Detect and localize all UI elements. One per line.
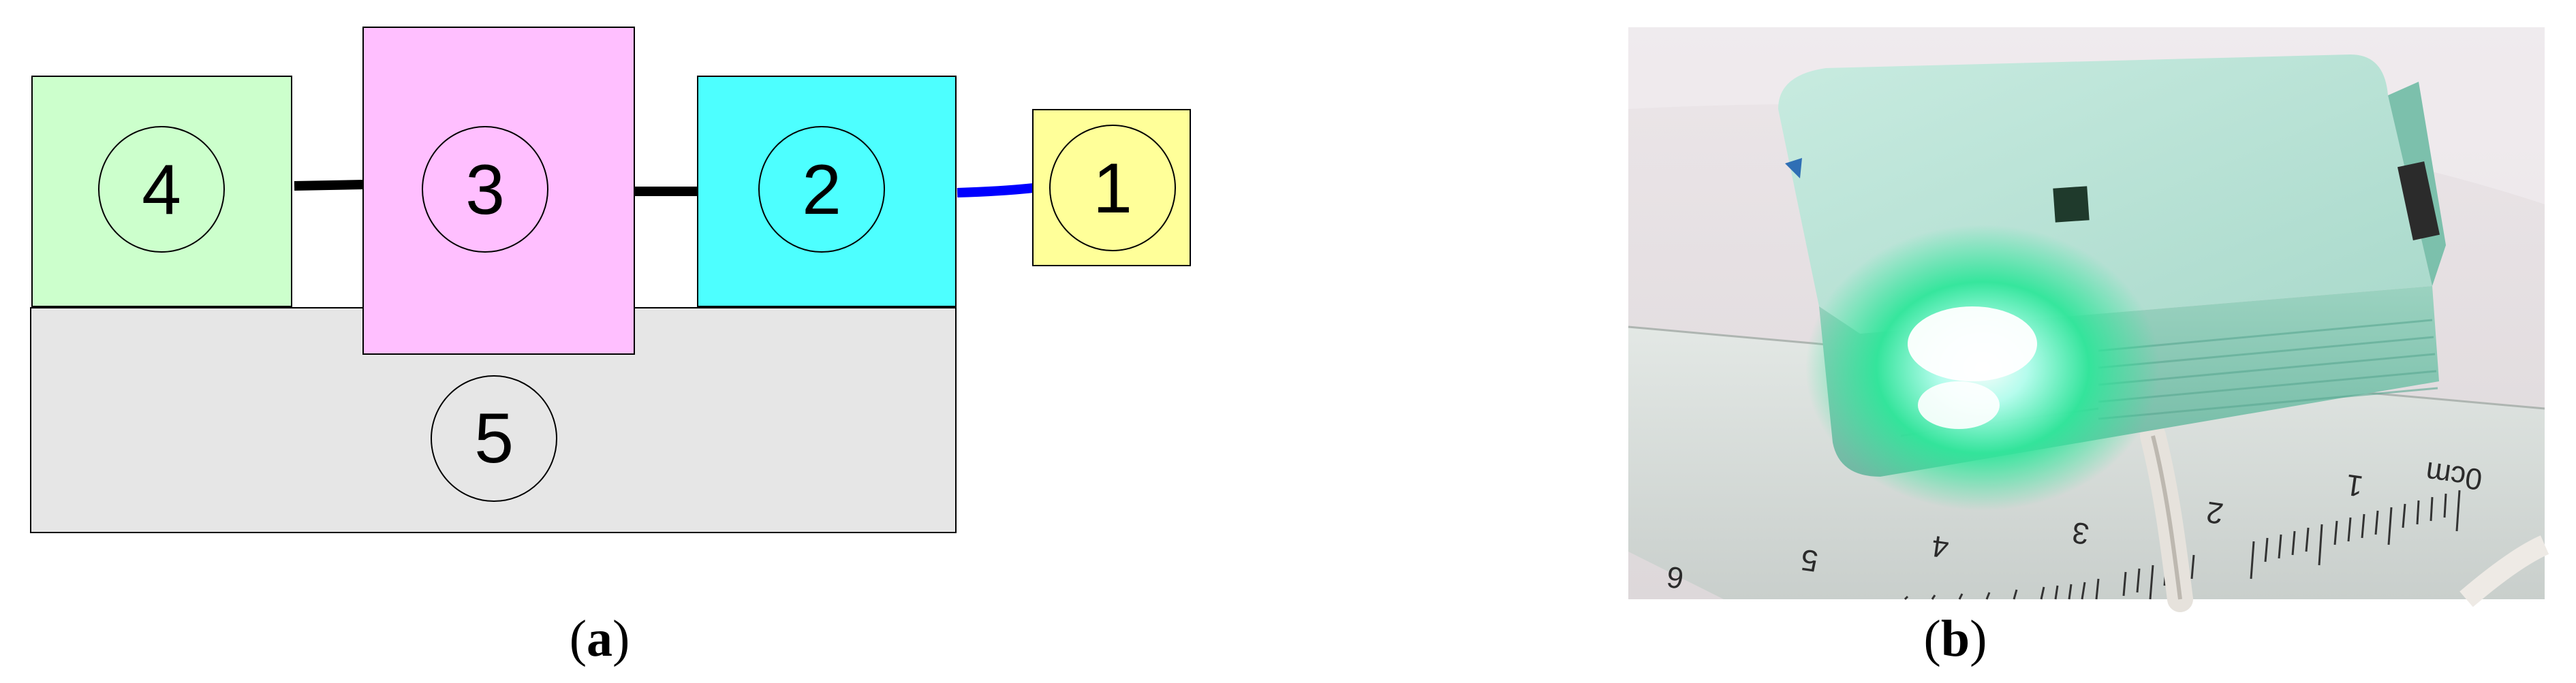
caption-b: (b) [1923, 610, 1987, 667]
block-4-circle [98, 126, 225, 253]
block-diagram: 5 4 3 2 1 [30, 27, 1191, 533]
led-highlight-bottom [1918, 381, 2000, 429]
connector-4-3 [294, 180, 364, 191]
cable-shade [2151, 435, 2182, 600]
block-3-label: 3 [465, 150, 505, 229]
device-hole [2053, 186, 2090, 223]
block-5-circle [431, 375, 557, 502]
block-1-circle [1049, 125, 1176, 251]
panel-a-diagram: 5 4 3 2 1 (a) [30, 27, 1191, 667]
block-1-label: 1 [1093, 149, 1132, 228]
ruler-label-0: 0cm [2423, 456, 2484, 496]
block-4 [31, 76, 292, 307]
block-2 [697, 76, 957, 307]
block-4-label: 4 [142, 150, 181, 229]
block-5-label: 5 [474, 399, 514, 478]
led-highlight-top [1908, 306, 2037, 381]
blue-mark [1785, 158, 1802, 178]
block-2-circle [758, 126, 885, 253]
block-3-circle [422, 126, 548, 253]
ruler-ticks [1904, 490, 2461, 601]
connector-2-1 [957, 183, 1034, 197]
panel-b-photo: 0cm 1 2 3 4 5 6 (b) [1288, 0, 2576, 683]
block-1 [1032, 109, 1191, 266]
caption-a: (a) [569, 610, 630, 667]
cable-right [2459, 535, 2549, 607]
block-3 [362, 27, 635, 355]
block-2-label: 2 [802, 150, 841, 229]
device-port [2397, 161, 2440, 240]
device-photo: 0cm 1 2 3 4 5 6 [1628, 27, 2549, 612]
